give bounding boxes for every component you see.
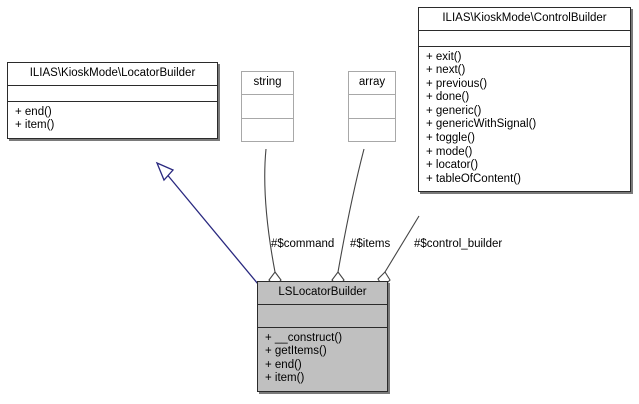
operation-item: + end() — [265, 358, 302, 371]
class-attributes-locator-builder — [8, 86, 217, 102]
operation-item: + mode() — [426, 145, 473, 158]
operation-item: + item() — [265, 372, 305, 385]
edge-label-command: #$command — [271, 238, 335, 250]
class-operations-locator-builder: + end() + item() — [8, 102, 217, 138]
class-operations-control-builder: + exit() + next() + previous() + done() … — [419, 47, 630, 192]
operation-item: + toggle() — [426, 131, 475, 144]
class-attributes-control-builder — [419, 31, 630, 47]
operation-item: + genericWithSignal() — [426, 118, 537, 131]
edge-label-items: #$items — [350, 238, 391, 250]
class-box-array[interactable]: array — [348, 71, 396, 142]
class-operations-ls-locator-builder: + __construct() + getItems() + end() + i… — [258, 328, 387, 391]
class-operations-array — [349, 119, 395, 141]
operation-item: + next() — [426, 64, 466, 77]
edge-control-builder — [377, 215, 420, 288]
class-name-locator-builder: ILIAS\KioskMode\LocatorBuilder — [8, 63, 217, 86]
class-box-ls-locator-builder[interactable]: LSLocatorBuilder + __construct() + getIt… — [257, 281, 388, 392]
class-operations-string — [242, 119, 293, 141]
class-attributes-string — [242, 95, 293, 119]
class-name-string: string — [242, 72, 293, 95]
edge-items — [331, 148, 365, 289]
operation-item: + done() — [426, 91, 470, 104]
operation-item: + locator() — [426, 159, 479, 172]
class-box-locator-builder[interactable]: ILIAS\KioskMode\LocatorBuilder + end() +… — [7, 62, 218, 139]
class-box-string[interactable]: string — [241, 71, 294, 142]
operation-item: + getItems() — [265, 345, 327, 358]
class-attributes-ls-locator-builder — [258, 305, 387, 328]
operation-item: + tableOfContent() — [426, 172, 521, 185]
class-name-control-builder: ILIAS\KioskMode\ControlBuilder — [419, 8, 630, 31]
operation-item: + end() — [15, 105, 52, 118]
class-name-array: array — [349, 72, 395, 95]
operation-item: + exit() — [426, 50, 462, 63]
operation-item: + generic() — [426, 104, 482, 117]
class-attributes-array — [349, 95, 395, 119]
edge-generalization — [155, 161, 259, 285]
edge-label-control-builder: #$control_builder — [414, 238, 503, 250]
operation-item: + item() — [15, 119, 55, 132]
edge-command — [264, 148, 282, 289]
operation-item: + __construct() — [265, 331, 343, 344]
operation-item: + previous() — [426, 77, 488, 90]
class-box-control-builder[interactable]: ILIAS\KioskMode\ControlBuilder + exit() … — [418, 7, 631, 193]
class-name-ls-locator-builder: LSLocatorBuilder — [258, 282, 387, 305]
